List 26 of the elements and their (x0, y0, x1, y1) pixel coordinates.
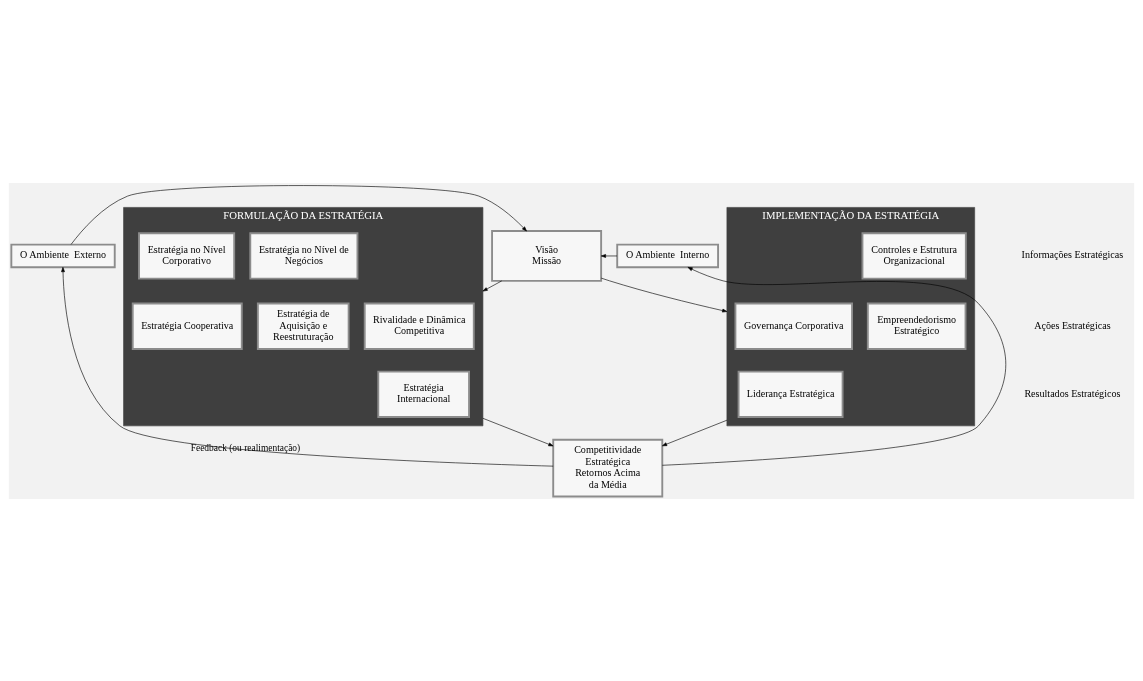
node-box: Liderança Estratégica (737, 370, 844, 418)
arrow (601, 277, 728, 312)
label: Informações Estratégicas (1021, 248, 1124, 260)
node-box: Empreendedorismo Estratégico (866, 302, 967, 350)
node-box: Controles e Estrutura Organizacional (861, 231, 967, 280)
node-box: Estratégia no Nível Corporativo (138, 231, 236, 280)
node-box: Competitividade Estratégica Retornos Acima da Média (552, 438, 664, 497)
arrow (662, 419, 728, 446)
arrow (70, 184, 527, 245)
node-box: Estratégia Cooperativa (131, 302, 243, 350)
arrow (600, 253, 618, 258)
arrow (482, 280, 502, 291)
node-box: O Ambiente Externo (10, 243, 116, 268)
node-box: Rivalidade e Dinâmica Competitiva (363, 302, 475, 350)
node-box: Estratégia de Aquisição e Reestruturação (256, 302, 350, 350)
node-box: Estratégia Internacional (377, 370, 470, 418)
edge-label: Feedback (ou realimentação) (190, 442, 301, 453)
node-box: Visão Missão (491, 229, 603, 282)
label: Ações Estratégicas (1034, 319, 1111, 331)
node-box: Estratégia no Nível de Negócios (249, 231, 359, 280)
node-box: O Ambiente Interno (616, 243, 720, 268)
node-box: Governança Corporativa (734, 302, 853, 350)
arrow (61, 266, 554, 466)
arrow (662, 266, 1007, 466)
label: Resultados Estratégicos (1024, 387, 1121, 399)
arrow (482, 417, 554, 446)
